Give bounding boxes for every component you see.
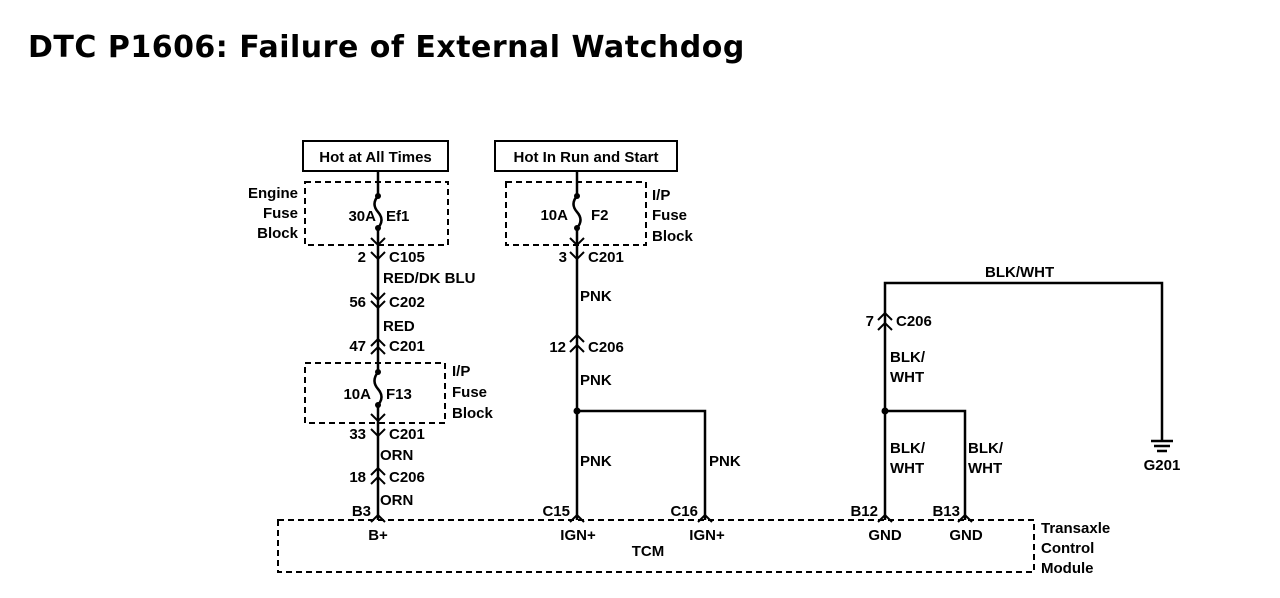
wire-red-dk-blu: RED/DK BLU [383, 270, 476, 287]
connector-symbol [569, 343, 585, 353]
source-hot-run-start: Hot In Run and Start [494, 140, 678, 172]
c206-gnd-name: C206 [896, 313, 932, 330]
wire-pnk-2: PNK [580, 372, 612, 389]
ip-fuse-block-1-label-1: I/P [652, 187, 670, 204]
c201-f2-pin: 3 [559, 249, 567, 266]
tcm-module-box [277, 519, 1035, 573]
engine-fuse-block-label-2: Fuse [263, 205, 298, 222]
c206-pnk-name: C206 [588, 339, 624, 356]
wire-pnk-1: PNK [580, 288, 612, 305]
pin-terminal [957, 513, 973, 523]
connector-symbol [370, 292, 386, 302]
connector-symbol [370, 466, 386, 476]
engine-fuse-block [304, 181, 449, 246]
wire-red: RED [383, 318, 415, 335]
connector-symbol [569, 251, 585, 261]
pin-c15-fn: IGN+ [560, 527, 596, 544]
wire-blk-wht-1b: WHT [890, 369, 924, 386]
wire-pnk-3: PNK [580, 453, 612, 470]
wire-orn-2: ORN [380, 492, 413, 509]
wire-blk-wht-3b: WHT [968, 460, 1002, 477]
ip-fuse-block-2-label-1: I/P [452, 363, 470, 380]
source-hot-run-start-label: Hot In Run and Start [514, 149, 659, 166]
connector-symbol [569, 333, 585, 343]
tcm-label-1: Transaxle [1041, 520, 1110, 537]
source-hot-all-times-label: Hot at All Times [319, 149, 432, 166]
wire-blk-wht-top: BLK/WHT [985, 264, 1054, 281]
pin-terminal [877, 513, 893, 523]
tcm-label-3: Module [1041, 560, 1094, 577]
c202-pin: 56 [349, 294, 366, 311]
connector-symbol [877, 311, 893, 321]
wire-blk-wht-1a: BLK/ [890, 349, 926, 366]
pin-b13-fn: GND [949, 527, 983, 544]
connector-symbol [370, 428, 386, 438]
connector-symbol [877, 321, 893, 331]
pin-b3-fn: B+ [368, 527, 388, 544]
fuse-f2-name: F2 [591, 207, 609, 224]
connector-symbol [370, 413, 386, 423]
c105-name: C105 [389, 249, 425, 266]
wire-orn-1: ORN [380, 447, 413, 464]
ip-fuse-block-f13 [304, 362, 446, 424]
pin-terminal [697, 513, 713, 523]
pin-c16-fn: IGN+ [689, 527, 725, 544]
wire-blk-wht-2a: BLK/ [890, 440, 926, 457]
fuse-f13-name: F13 [386, 386, 412, 403]
connector-symbol [370, 475, 386, 485]
c201-out-pin: 33 [349, 426, 366, 443]
tcm-label-2: Control [1041, 540, 1094, 557]
wire-pnk-4: PNK [709, 453, 741, 470]
ip-fuse-block-1-label-3: Block [652, 228, 694, 245]
tcm-name: TCM [632, 543, 665, 560]
ip-fuse-block-1-label-2: Fuse [652, 207, 687, 224]
pin-terminal [370, 513, 386, 523]
circuit-ign [572, 171, 707, 520]
ip-fuse-block-2-label-3: Block [452, 405, 494, 422]
pin-c15-id: C15 [542, 503, 570, 520]
page-title: DTC P1606: Failure of External Watchdog [28, 30, 745, 65]
wire-blk-wht-2b: WHT [890, 460, 924, 477]
ground-label: G201 [1144, 457, 1181, 474]
pin-b12-id: B12 [850, 503, 878, 520]
ground-icon [1151, 439, 1173, 453]
c206-pnk-pin: 12 [549, 339, 566, 356]
connector-symbol [370, 345, 386, 355]
wire-blk-wht-3a: BLK/ [968, 440, 1004, 457]
pin-b12-fn: GND [868, 527, 902, 544]
connector-symbol [370, 300, 386, 310]
c201-in-name: C201 [389, 338, 425, 355]
connector-symbol [370, 237, 386, 247]
engine-fuse-block-label-1: Engine [248, 185, 298, 202]
connector-symbol [569, 237, 585, 247]
c202-name: C202 [389, 294, 425, 311]
source-hot-all-times: Hot at All Times [302, 140, 449, 172]
fuse-ef1-name: Ef1 [386, 208, 409, 225]
c206-orn-name: C206 [389, 469, 425, 486]
connector-symbol [370, 337, 386, 347]
pin-terminal [569, 513, 585, 523]
pin-c16-id: C16 [670, 503, 698, 520]
fuse-f13-rating: 10A [343, 386, 371, 403]
ip-fuse-block-2-label-2: Fuse [452, 384, 487, 401]
c201-in-pin: 47 [349, 338, 366, 355]
fuse-f2-rating: 10A [540, 207, 568, 224]
c206-gnd-pin: 7 [866, 313, 874, 330]
circuit-ground [881, 281, 1164, 520]
c206-orn-pin: 18 [349, 469, 366, 486]
pin-b13-id: B13 [932, 503, 960, 520]
engine-fuse-block-label-3: Block [257, 225, 299, 242]
c105-pin: 2 [358, 249, 366, 266]
connector-symbol [370, 251, 386, 261]
fuse-ef1-rating: 30A [348, 208, 376, 225]
c201-f2-name: C201 [588, 249, 624, 266]
pin-b3-id: B3 [352, 503, 371, 520]
c201-out-name: C201 [389, 426, 425, 443]
